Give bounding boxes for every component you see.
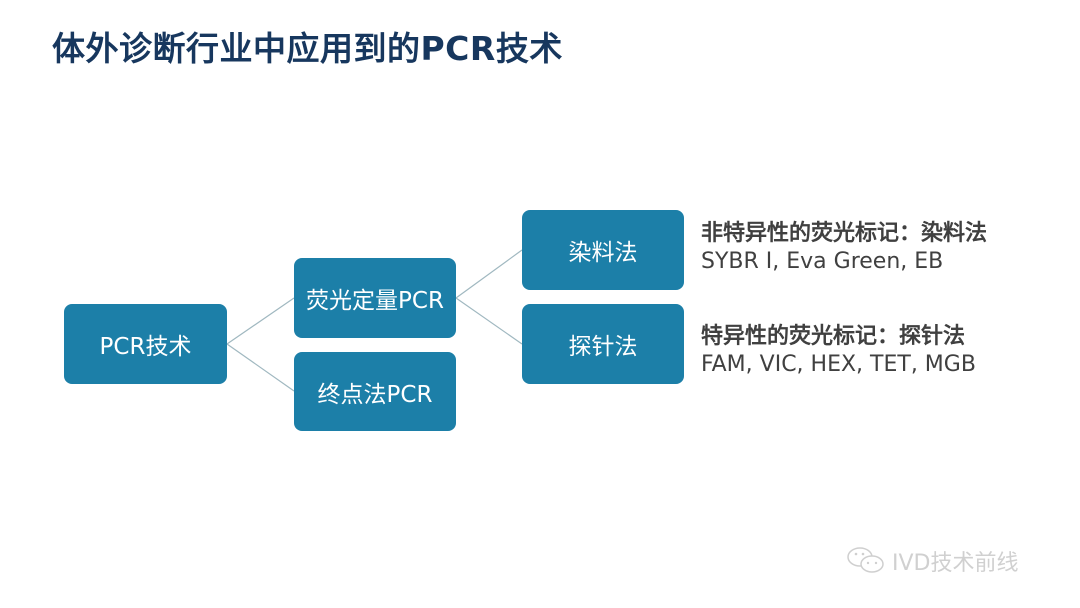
- node-label: 探针法: [568, 334, 638, 360]
- connector-root-qpcr: [226, 297, 295, 345]
- probe-examples: FAM, VIC, HEX, TET, MGB: [701, 352, 976, 377]
- wechat-icon: [847, 547, 884, 573]
- node-label: 染料法: [568, 240, 638, 266]
- watermark: IVD技术前线: [846, 545, 1018, 577]
- node-label: 荧光定量PCR: [306, 288, 444, 314]
- connector-qpcr-dye: [455, 249, 523, 299]
- node-probe-method: 探针法: [522, 304, 684, 384]
- connector-qpcr-probe: [455, 297, 523, 345]
- node-quantitative-pcr: 荧光定量PCR: [294, 258, 456, 338]
- connector-root-endpoint: [226, 343, 295, 392]
- dye-examples: SYBR I, Eva Green, EB: [701, 249, 944, 274]
- page-title: 体外诊断行业中应用到的PCR技术: [52, 29, 563, 68]
- watermark-text: IVD技术前线: [892, 551, 1019, 576]
- node-dye-method: 染料法: [522, 210, 684, 290]
- node-endpoint-pcr: 终点法PCR: [294, 352, 456, 431]
- probe-description: 特异性的荧光标记：探针法 FAM, VIC, HEX, TET, MGB: [701, 323, 976, 379]
- node-label: PCR技术: [99, 334, 192, 360]
- probe-heading: 特异性的荧光标记：探针法: [701, 324, 966, 349]
- dye-heading: 非特异性的荧光标记：染料法: [701, 221, 988, 246]
- node-label: 终点法PCR: [317, 381, 433, 408]
- node-pcr-technology: PCR技术: [64, 304, 227, 384]
- dye-description: 非特异性的荧光标记：染料法 SYBR I, Eva Green, EB: [701, 220, 987, 276]
